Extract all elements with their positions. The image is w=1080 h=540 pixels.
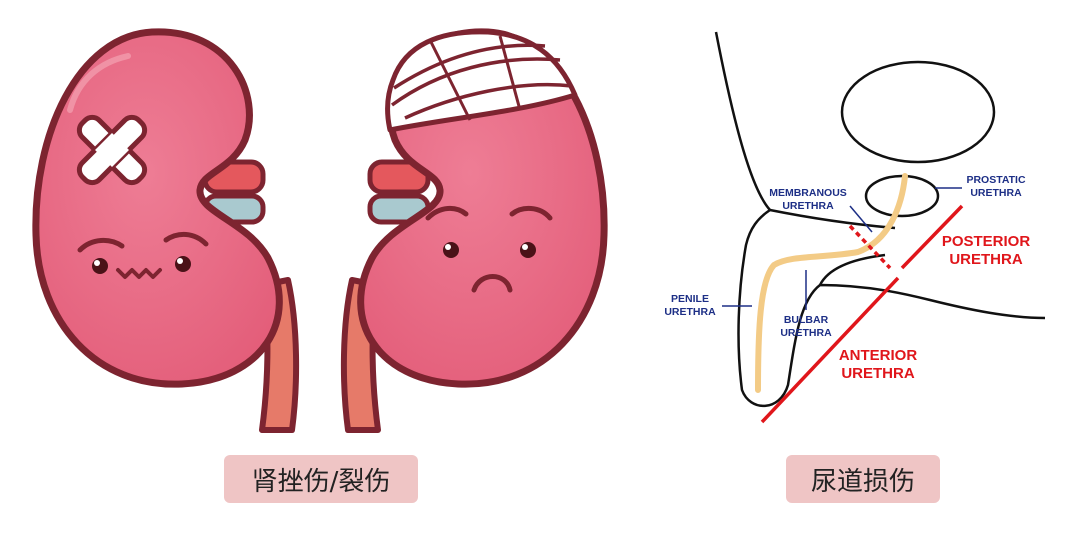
bulbar-label-line1: BULBAR (784, 314, 829, 326)
posterior-label-line1: POSTERIOR (942, 233, 1031, 250)
anterior-label-line2: URETHRA (841, 365, 914, 382)
urethra-anatomy-diagram: MEMBRANOUS URETHRA PROSTATIC URETHRA PEN… (664, 31, 1046, 424)
membranous-label-line2: URETHRA (782, 200, 834, 212)
posterior-divider-line (900, 204, 964, 270)
head-bandage-icon (385, 29, 578, 133)
membranous-dashed-line (848, 224, 892, 270)
posterior-label-line2: URETHRA (949, 251, 1022, 268)
bulbar-label-line2: URETHRA (780, 327, 832, 339)
penile-label-line1: PENILE (671, 293, 709, 305)
left-kidney-face (77, 232, 209, 279)
anterior-divider-line (760, 276, 900, 424)
penile-label-line2: URETHRA (664, 306, 716, 318)
kidney-illustration (32, 28, 608, 433)
bladder (840, 60, 996, 164)
anterior-label-line1: ANTERIOR (839, 347, 918, 364)
membranous-label-line1: MEMBRANOUS (769, 187, 847, 199)
caption-kidney-injury: 肾挫伤/裂伤 (224, 455, 418, 503)
membranous-leader (849, 205, 873, 233)
right-kidney-face (425, 206, 553, 293)
urethra-tube (755, 173, 908, 393)
prostatic-label-line2: URETHRA (970, 187, 1022, 199)
x-bandage-icon (76, 114, 148, 186)
body-outline (714, 31, 1046, 408)
caption-urethra-injury: 尿道损伤 (786, 455, 940, 503)
prostatic-label-line1: PROSTATIC (966, 174, 1026, 186)
